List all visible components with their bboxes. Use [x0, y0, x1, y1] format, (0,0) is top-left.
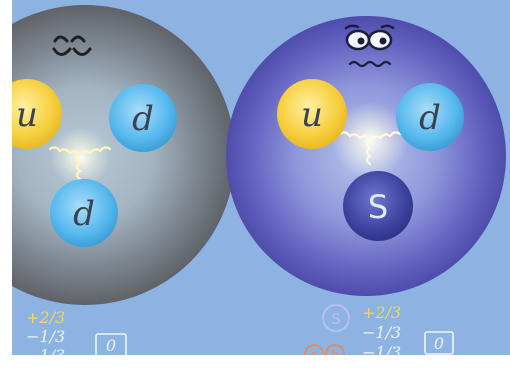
- diagram-panel: u d d +2/3 −1/3 −1/3 0: [12, 0, 510, 355]
- quark-label: d: [419, 98, 441, 138]
- bottom-badge-label: b: [331, 348, 339, 355]
- quark-label: u: [301, 95, 323, 135]
- charge-down: −1/3: [26, 327, 65, 346]
- total-charge: 0: [434, 334, 444, 353]
- neutron-quark-3: d: [50, 179, 118, 247]
- gluon-spring-icon: [338, 131, 402, 166]
- quark-label: d: [73, 194, 95, 234]
- charge-down: −1/3: [362, 343, 401, 355]
- neutron-particle: u d d: [12, 5, 235, 305]
- quark-label: S: [368, 188, 388, 226]
- charge-down: −1/3: [26, 346, 65, 355]
- charge-down: −1/3: [362, 323, 401, 342]
- sleepy-face-icon: [52, 35, 92, 56]
- lambda-quark-3: S: [343, 171, 413, 241]
- lambda-particle: u d S: [226, 16, 506, 296]
- lambda-quark-1: u: [277, 79, 347, 149]
- quark-label: u: [16, 95, 38, 135]
- neutron-quark-1: u: [12, 79, 62, 149]
- neutron-charges: +2/3 −1/3 −1/3 0: [26, 308, 127, 355]
- lambda-quark-2: d: [396, 83, 464, 151]
- lambda-badges: S c b: [304, 304, 350, 355]
- charm-badge: [304, 344, 324, 355]
- neutron-core-glow: [50, 127, 110, 187]
- total-charge: 0: [106, 336, 116, 355]
- charge-up: +2/3: [362, 303, 401, 322]
- neutron-quark-2: d: [109, 84, 177, 152]
- strange-badge-label: S: [331, 310, 341, 328]
- gluon-spring-icon: [48, 146, 112, 181]
- surprised-eyes-icon: [344, 24, 395, 68]
- total-charge-box: [95, 333, 127, 355]
- quark-label: d: [132, 99, 154, 139]
- total-charge-box: [424, 331, 454, 355]
- charm-badge-label: c: [311, 348, 318, 355]
- quark-diagram: u d d +2/3 −1/3 −1/3 0: [12, 0, 510, 355]
- charge-up: +2/3: [26, 308, 65, 327]
- bottom-badge: [325, 344, 345, 355]
- strange-badge: [322, 304, 350, 332]
- lambda-charges: +2/3 −1/3 −1/3 0: [362, 303, 454, 355]
